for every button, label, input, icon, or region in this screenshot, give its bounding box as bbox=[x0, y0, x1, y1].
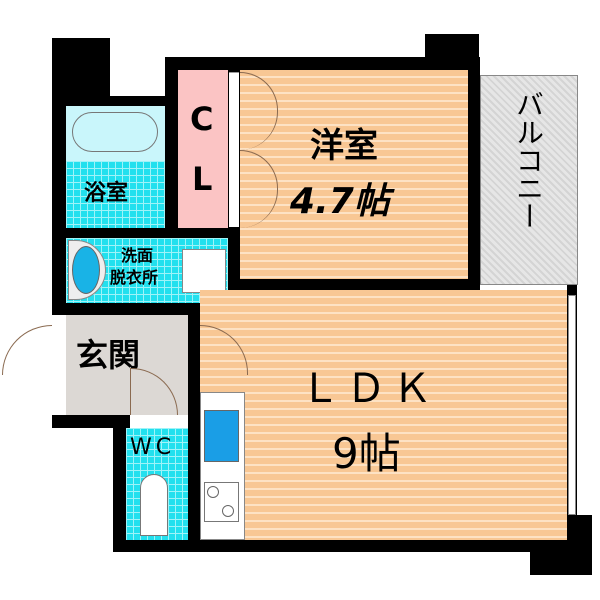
closet-label-l: L bbox=[192, 160, 213, 198]
balcony[interactable] bbox=[480, 75, 578, 285]
washbasin-bowl bbox=[72, 246, 100, 294]
ldk-size: 9帖 bbox=[332, 429, 401, 478]
wall-entrance-bottom bbox=[52, 415, 130, 428]
burner-icon bbox=[207, 486, 219, 498]
bath-floor bbox=[66, 161, 165, 228]
toilet-icon bbox=[140, 474, 168, 536]
washroom-label-2: 脱衣所 bbox=[110, 268, 159, 287]
wall-western-balcony bbox=[468, 70, 480, 290]
wall-bath-top bbox=[52, 96, 178, 106]
bathtub-icon bbox=[72, 112, 158, 152]
window-right bbox=[568, 295, 576, 515]
balcony-label: バルコニー bbox=[512, 90, 545, 230]
wall-wc-left bbox=[113, 415, 126, 552]
wall-bath-wash bbox=[52, 228, 240, 238]
washroom-label-1: 洗面 bbox=[121, 246, 154, 265]
wall-bath-cl bbox=[165, 57, 178, 237]
western-room-name: 洋室 bbox=[310, 126, 378, 166]
wall-left bbox=[52, 100, 66, 315]
wall-entrance-right bbox=[188, 300, 200, 550]
closet-label-c: C bbox=[190, 100, 214, 138]
wall-western-ldk bbox=[228, 279, 480, 290]
ldk[interactable] bbox=[200, 290, 567, 540]
entrance-label: 玄関 bbox=[76, 336, 141, 374]
wall-bottom bbox=[113, 540, 573, 552]
wc-label: WC bbox=[130, 435, 176, 460]
closet bbox=[178, 70, 228, 228]
sink-icon bbox=[204, 410, 239, 462]
pillar-top-left bbox=[52, 38, 110, 102]
western-room[interactable] bbox=[240, 70, 468, 279]
western-room-size: 4.7帖 bbox=[290, 181, 390, 222]
bath-label: 浴室 bbox=[84, 181, 129, 206]
burner-icon bbox=[222, 505, 234, 517]
closet-door bbox=[229, 72, 239, 227]
ldk-name: ＬＤＫ bbox=[300, 366, 438, 412]
wall-top bbox=[165, 57, 480, 70]
washing-machine-icon bbox=[182, 249, 226, 293]
front-door-swing-icon bbox=[2, 325, 52, 375]
